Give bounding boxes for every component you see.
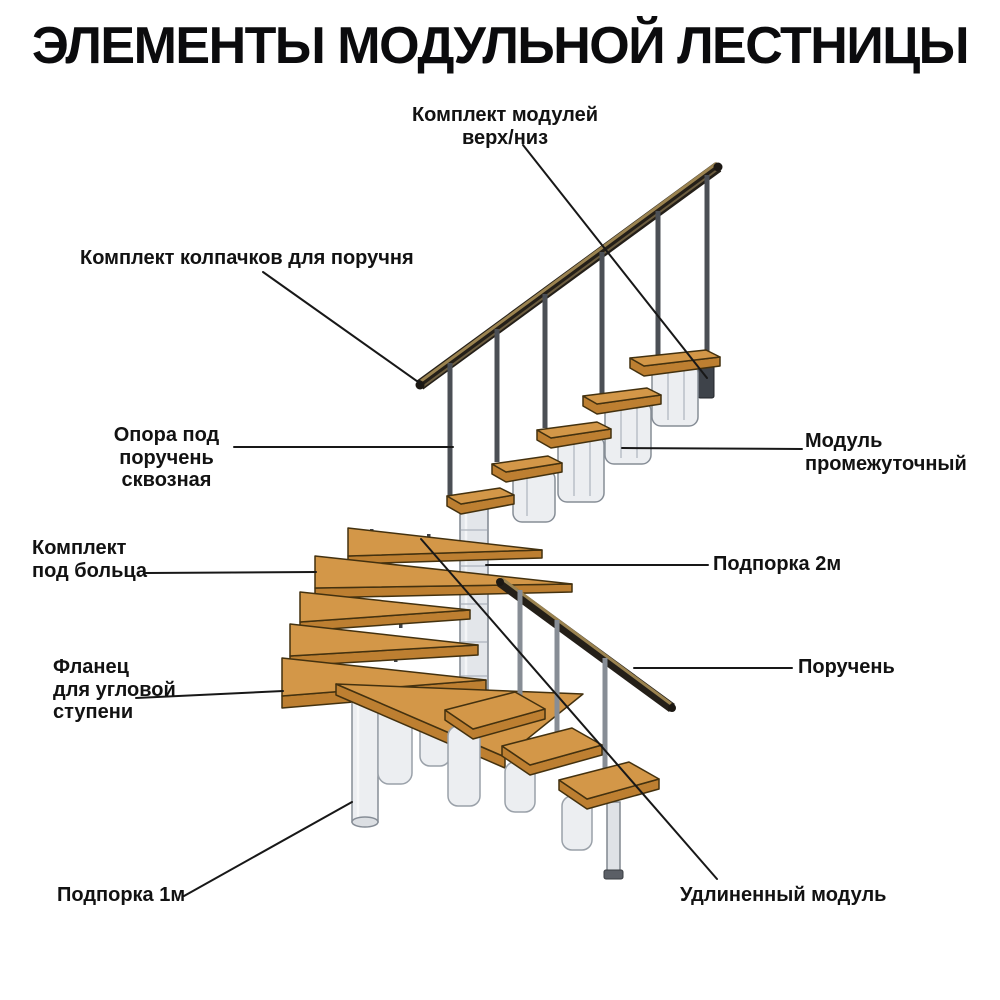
upper-handrail [415, 161, 723, 390]
extended-module-pole [603, 801, 624, 880]
handrail-cap-icon [713, 162, 723, 172]
handrail-cap-icon [496, 578, 504, 586]
label-handrail: Поручень [798, 656, 895, 678]
leader-extended-module [420, 538, 718, 880]
label-support-1m: Подпорка 1м [57, 884, 186, 906]
label-kit-modules: Комплект модулей верх/низ [411, 104, 599, 149]
winder-treads [281, 527, 573, 709]
leader-caps-kit [262, 271, 422, 385]
label-extended-module: Удлиненный модуль [680, 884, 887, 906]
leader-bolts-kit [145, 571, 317, 574]
handrail-cap-icon [668, 704, 676, 712]
label-module-intermediate: Модуль промежуточный [805, 430, 967, 475]
upper-balusters [447, 175, 710, 496]
leader-module-intermediate [621, 447, 803, 450]
support-pole-1m [351, 697, 379, 828]
lower-balusters [517, 590, 608, 781]
module-highlights [526, 370, 685, 516]
label-handrail-support: Опора под поручень сквозная [113, 424, 220, 492]
label-support-2m: Подпорка 2м [713, 553, 842, 575]
lower-handrail [496, 576, 676, 713]
upper-steps [446, 349, 721, 515]
leader-flange [135, 690, 284, 699]
leader-kit-modules [522, 144, 708, 379]
page-title: ЭЛЕМЕНТЫ МОДУЛЬНОЙ ЛЕСТНИЦЫ [31, 17, 970, 75]
leader-support-1m [183, 801, 353, 897]
label-flange: Фланец для угловой ступени [53, 656, 176, 724]
label-caps-kit: Комплект колпачков для поручня [80, 247, 414, 269]
leader-lines [135, 144, 803, 897]
lower-steps [444, 691, 660, 810]
label-bolts-kit: Комплект под больца [32, 537, 148, 582]
